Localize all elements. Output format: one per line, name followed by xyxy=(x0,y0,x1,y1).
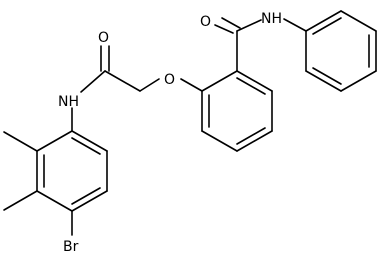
bond xyxy=(283,18,307,32)
carbonyl-oxygen-label: O xyxy=(98,30,109,46)
bond xyxy=(71,130,108,152)
bond xyxy=(236,19,262,32)
bond xyxy=(201,130,238,152)
bond-lines xyxy=(3,10,377,236)
bond xyxy=(340,70,377,92)
bond xyxy=(71,190,108,212)
bond xyxy=(221,17,241,29)
bond xyxy=(340,10,377,32)
bond xyxy=(305,70,342,92)
bond xyxy=(201,70,238,92)
bond xyxy=(236,127,266,145)
bond xyxy=(36,130,73,152)
bond xyxy=(3,131,38,152)
bond xyxy=(312,67,342,85)
bond xyxy=(139,78,160,92)
carbonyl-oxygen-label: O xyxy=(200,14,211,30)
bromine-label: Br xyxy=(63,239,79,255)
atom-labels: O NH O O NH Br xyxy=(58,11,282,255)
bond xyxy=(180,78,203,92)
bond xyxy=(236,70,273,92)
bond xyxy=(3,190,38,211)
bond xyxy=(236,130,273,152)
bond xyxy=(312,17,342,35)
amide-nh-label: NH xyxy=(261,11,282,27)
bond xyxy=(71,137,101,155)
ether-oxygen-label: O xyxy=(164,72,175,88)
bond xyxy=(104,70,141,92)
bond xyxy=(214,24,234,34)
bond xyxy=(80,70,106,93)
bond xyxy=(236,77,266,95)
bond xyxy=(71,187,101,205)
amide-nh-label: NH xyxy=(58,94,79,110)
bond xyxy=(305,10,342,32)
bond xyxy=(36,190,73,212)
